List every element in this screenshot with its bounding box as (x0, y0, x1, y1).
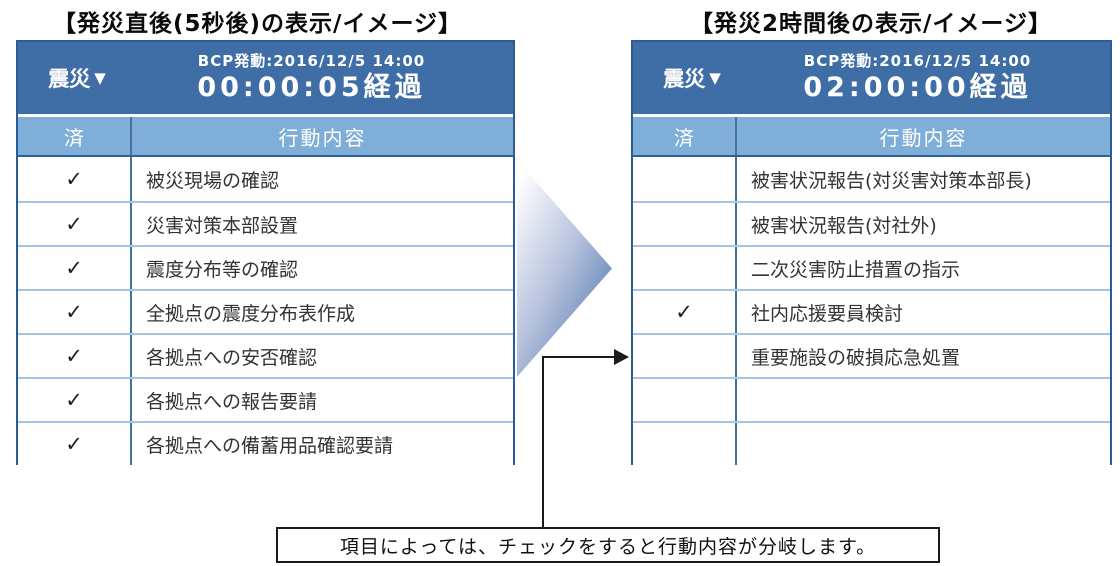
table-row: 被害状況報告(対社外) (633, 201, 1110, 245)
table-row (633, 377, 1110, 421)
table-row: ✓ 全拠点の震度分布表作成 (18, 289, 513, 333)
disaster-type-dropdown[interactable]: 震災 ▼ (18, 63, 136, 93)
done-checkbox[interactable]: ✓ (18, 335, 132, 377)
table-row: 被害状況報告(対災害対策本部長) (633, 157, 1110, 201)
table-row: ✓ 各拠点への安否確認 (18, 333, 513, 377)
table-row: ✓ 社内応援要員検討 (633, 289, 1110, 333)
header-divider (633, 114, 1110, 117)
done-checkbox[interactable] (633, 379, 737, 421)
elapsed-time: 02:00:00経過 (803, 71, 1032, 103)
column-header-action: 行動内容 (278, 125, 367, 150)
bcp-status-block: BCP発動:2016/12/5 14:00 00:00:05経過 (136, 52, 513, 105)
done-checkbox[interactable]: ✓ (18, 379, 132, 421)
action-label (737, 423, 1110, 465)
branch-connector-vertical-line (542, 357, 544, 529)
table-row: ✓ 各拠点への備蓄用品確認要請 (18, 421, 513, 465)
table-header: 震災 ▼ BCP発動:2016/12/5 14:00 02:00:00経過 (633, 42, 1110, 114)
bcp-status-block: BCP発動:2016/12/5 14:00 02:00:00経過 (751, 52, 1110, 105)
table-row: 二次災害防止措置の指示 (633, 245, 1110, 289)
action-label: 社内応援要員検討 (751, 302, 904, 325)
dropdown-arrow-icon: ▼ (94, 69, 106, 87)
done-checkbox[interactable]: ✓ (18, 291, 132, 333)
branch-connector-arrowhead-icon (614, 349, 629, 365)
column-header-action: 行動内容 (879, 125, 968, 150)
column-header-row: 済 行動内容 (18, 117, 513, 157)
action-label: 全拠点の震度分布表作成 (146, 302, 356, 325)
done-checkbox[interactable] (633, 157, 737, 201)
bcp-activation-label: BCP発動:2016/12/5 14:00 (197, 51, 426, 70)
table-row: ✓ 被災現場の確認 (18, 157, 513, 201)
table-row (633, 421, 1110, 465)
done-checkbox[interactable]: ✓ (18, 157, 132, 201)
dropdown-arrow-icon: ▼ (709, 69, 721, 87)
done-checkbox[interactable]: ✓ (18, 203, 132, 245)
branch-explanation-callout: 項目によっては、チェックをすると行動内容が分岐します。 (276, 527, 940, 563)
table-row: 重要施設の破損応急処置 (633, 333, 1110, 377)
table-row: ✓ 震度分布等の確認 (18, 245, 513, 289)
action-label: 各拠点への備蓄用品確認要請 (146, 434, 394, 457)
table-row: ✓ 災害対策本部設置 (18, 201, 513, 245)
action-label: 被害状況報告(対社外) (751, 214, 937, 237)
done-checkbox[interactable]: ✓ (633, 291, 737, 333)
action-label (737, 379, 1110, 421)
done-checkbox[interactable]: ✓ (18, 247, 132, 289)
column-header-done: 済 (18, 117, 132, 155)
state-transition-arrow-icon (517, 160, 612, 377)
action-label: 二次災害防止措置の指示 (751, 258, 961, 281)
disaster-type-label: 震災 (663, 67, 706, 91)
column-header-done: 済 (633, 117, 737, 155)
disaster-type-label: 震災 (48, 67, 91, 91)
done-checkbox[interactable] (633, 247, 737, 289)
left-panel-title: 【発災直後(5秒後)の表示/イメージ】 (53, 11, 462, 37)
action-label: 被害状況報告(対災害対策本部長) (751, 169, 1032, 192)
action-label: 各拠点への安否確認 (146, 346, 318, 369)
table-row: ✓ 各拠点への報告要請 (18, 377, 513, 421)
branch-connector-horizontal-line (542, 356, 616, 358)
right-panel-title: 【発災2時間後の表示/イメージ】 (690, 11, 1052, 37)
action-label: 災害対策本部設置 (146, 214, 299, 237)
bcp-activation-label: BCP発動:2016/12/5 14:00 (803, 51, 1032, 70)
done-checkbox[interactable] (633, 203, 737, 245)
action-label: 重要施設の破損応急処置 (751, 346, 961, 369)
action-label: 各拠点への報告要請 (146, 390, 318, 413)
done-checkbox[interactable] (633, 335, 737, 377)
table-header: 震災 ▼ BCP発動:2016/12/5 14:00 00:00:05経過 (18, 42, 513, 114)
elapsed-time: 00:00:05経過 (197, 71, 426, 103)
bcp-table-immediate: 震災 ▼ BCP発動:2016/12/5 14:00 00:00:05経過 済 … (16, 40, 515, 465)
column-header-row: 済 行動内容 (633, 117, 1110, 157)
done-checkbox[interactable]: ✓ (18, 423, 132, 465)
disaster-type-dropdown[interactable]: 震災 ▼ (633, 63, 751, 93)
action-label: 被災現場の確認 (146, 169, 280, 192)
action-label: 震度分布等の確認 (146, 258, 299, 281)
header-divider (18, 114, 513, 117)
bcp-table-two-hours: 震災 ▼ BCP発動:2016/12/5 14:00 02:00:00経過 済 … (631, 40, 1112, 465)
done-checkbox[interactable] (633, 423, 737, 465)
